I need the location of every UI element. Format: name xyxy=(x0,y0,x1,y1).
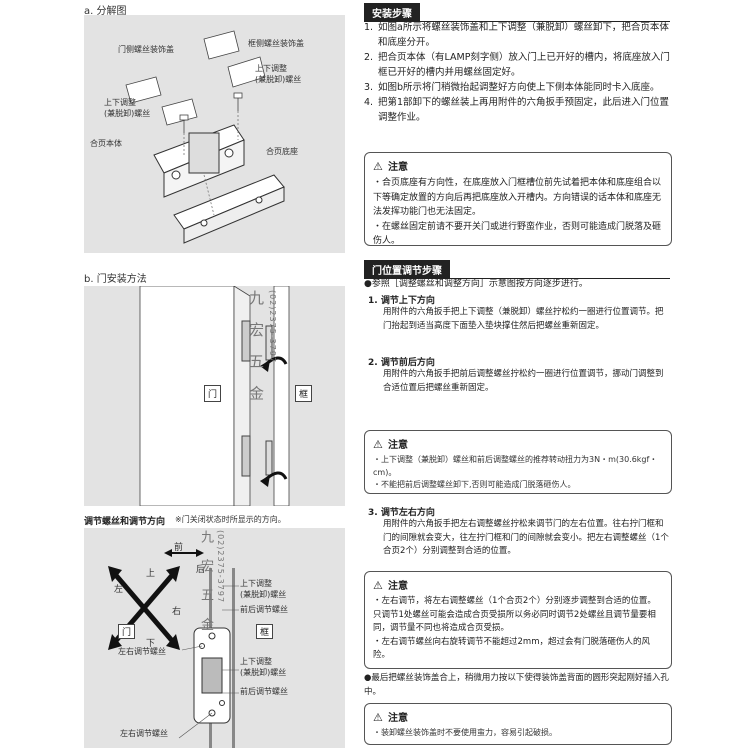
adjust-rule xyxy=(364,278,670,279)
label-lr-screw-2: 左右调节螺丝 xyxy=(120,729,168,738)
dir-front: 前 xyxy=(174,543,184,553)
adjust-title: 门位置调节步骤 xyxy=(364,260,450,279)
warning-icon: ⚠ xyxy=(373,438,383,451)
step3-title: 3. 调节左右方向 xyxy=(368,508,435,518)
dir-back: 后 xyxy=(196,565,206,575)
final-note: ●最后把螺丝装饰盖合上，稍微用力按以下使得装饰盖背面的圆形突起刚好插入孔中。 xyxy=(364,673,669,697)
caution-box-2: ⚠ 注意 ・上下调整（兼脱卸）螺丝和前后调整螺丝的推荐转动扭力为3N・m(30.… xyxy=(364,430,672,494)
adjust-diagram-title: 调节螺丝和调节方向 xyxy=(84,517,166,527)
exploded-view-svg xyxy=(125,30,285,244)
install-step-2: 2. 把合页本体（有LAMP刻字侧）放入门上已开好的槽内，将底座放入门框已开好的… xyxy=(364,50,674,80)
install-title: 安装步骤 xyxy=(364,3,420,22)
caution-item: ・装卸螺丝装饰盖时不要使用蛮力，容易引起破损。 xyxy=(373,728,557,737)
dir-down: 下 xyxy=(146,639,156,649)
caution-title: 注意 xyxy=(387,440,408,451)
caution-item: ・在螺丝固定前请不要开关门或进行野蛮作业，否则可能造成门脱落及砸伤人。 xyxy=(373,221,662,247)
caution-title: 注意 xyxy=(387,713,408,724)
section-b-title: b. 门安装方法 xyxy=(84,274,147,285)
install-step-1: 1. 如图a所示将螺丝装饰盖和上下调整（兼脱卸）螺丝卸下，把合页本体和底座分开。 xyxy=(364,20,674,50)
door-install-svg xyxy=(139,285,290,507)
adjust-diagram-note: ※门关闭状态时所显示的方向。 xyxy=(175,515,286,524)
watermark-phone: (02)2375-3797 xyxy=(268,290,277,364)
caution-title: 注意 xyxy=(387,162,408,173)
label-ud-screw-b: 上下调整 (兼脱卸)螺丝 xyxy=(104,98,151,118)
step2-title: 2. 调节前后方向 xyxy=(368,358,435,368)
section-a-title: a. 分解图 xyxy=(84,6,127,17)
dir-left: 左 xyxy=(114,585,124,595)
step2-text: 用附件的六角扳手把前后调整螺丝拧松约一圈进行位置调节，挪动门调整到合适位置后把螺… xyxy=(383,369,664,393)
label-lr-screw-1: 左右调节螺丝 xyxy=(118,647,166,656)
warning-icon: ⚠ xyxy=(373,579,383,592)
step3-text: 用附件的六角扳手把左右调整螺丝拧松来调节门的左右位置。往右拧门框和门的间隙就会变… xyxy=(383,519,669,556)
label-hinge-body: 合页本体 xyxy=(90,139,122,148)
caution-item: ・上下调整（兼脱卸）螺丝和前后调整螺丝的推荐转动扭力为3N・m(30.6kgf・… xyxy=(373,455,658,477)
caution-title: 注意 xyxy=(387,581,408,592)
adjust-section: 门位置调节步骤 xyxy=(364,259,670,279)
caution-body: ・上下调整（兼脱卸）螺丝和前后调整螺丝的推荐转动扭力为3N・m(30.6kgf・… xyxy=(365,454,671,492)
watermark-phone-2: (02)2375-3797 xyxy=(216,530,225,604)
caution-box-3: ⚠ 注意 ・左右调节，将左右调整螺丝（1个合页2个）分别逐步调整到合适的位置。只… xyxy=(364,571,672,669)
adjust-label-door: 门 xyxy=(118,624,136,639)
caution-item: ・左右调节螺丝向右旋转调节不能超过2mm，超过会有门脱落砸伤人的风险。 xyxy=(373,636,650,661)
step-text: 如图a所示将螺丝装饰盖和上下调整（兼脱卸）螺丝卸下，把合页本体和底座分开。 xyxy=(378,22,669,48)
step1-text: 用附件的六角扳手把上下调整（兼脱卸）螺丝拧松约一圈进行位置调节。把门抬起到适当高… xyxy=(383,307,664,331)
watermark-name-2: 九 宏 五 金 xyxy=(198,530,213,637)
caution-body: ・左右调节，将左右调整螺丝（1个合页2个）分别逐步调整到合适的位置。只调节1处螺… xyxy=(365,595,671,663)
step-text: 如图b所示将门稍微抬起调整好方向使上下侧本体能同时卡入底座。 xyxy=(378,82,660,93)
caution-header: ⚠ 注意 xyxy=(365,153,671,176)
label-ud-screw-1: 上下调整 (兼脱卸)螺丝 xyxy=(240,579,287,599)
install-step-4: 4. 把第1部卸下的螺丝装上再用附件的六角扳手预固定，此后进入门位置调整作业。 xyxy=(364,95,674,125)
caution-header: ⚠ 注意 xyxy=(365,704,671,727)
label-door-cover: 门侧螺丝装饰盖 xyxy=(118,45,174,54)
label-fb-screw-2: 前后调节螺丝 xyxy=(240,687,288,696)
install-step-3: 3. 如图b所示将门稍微抬起调整好方向使上下侧本体能同时卡入底座。 xyxy=(364,80,674,95)
caution-box-4: ⚠ 注意 ・装卸螺丝装饰盖时不要使用蛮力，容易引起破损。 xyxy=(364,703,672,745)
exploded-view-diagram xyxy=(84,15,345,253)
label-frame: 框 xyxy=(295,385,313,402)
step-num: 3. xyxy=(364,82,374,93)
dir-right: 右 xyxy=(172,607,182,617)
step-num: 1. xyxy=(364,22,374,33)
caution-item: ・合页底座有方向性，在底座放入门框槽位前先试着把本体和底座组合以下等确定放置的方… xyxy=(373,178,662,217)
label-ud-screw-a: 上下调整 (兼脱卸)螺丝 xyxy=(255,64,302,84)
warning-icon: ⚠ xyxy=(373,160,383,173)
install-section: 安装步骤 xyxy=(364,2,670,22)
caution-header: ⚠ 注意 xyxy=(365,572,671,595)
step-num: 2. xyxy=(364,52,374,63)
caution-item: ・不能把前后调整螺丝卸下,否则可能造成门脱落砸伤人。 xyxy=(373,480,576,489)
label-frame-cover: 框侧螺丝装饰盖 xyxy=(248,39,304,48)
caution-body: ・合页底座有方向性，在底座放入门框槽位前先试着把本体和底座组合以下等确定放置的方… xyxy=(365,176,671,249)
install-steps: 1. 如图a所示将螺丝装饰盖和上下调整（兼脱卸）螺丝卸下，把合页本体和底座分开。… xyxy=(364,20,674,125)
label-door: 门 xyxy=(204,385,222,402)
step-text: 把合页本体（有LAMP刻字侧）放入门上已开好的槽内，将底座放入门框已开好的槽内并… xyxy=(378,52,670,78)
label-hinge-base: 合页底座 xyxy=(266,147,298,156)
door-install-diagram xyxy=(84,285,345,507)
caution-item: ・左右调节，将左右调整螺丝（1个合页2个）分别逐步调整到合适的位置。只调节1处螺… xyxy=(373,596,656,633)
label-fb-screw-1: 前后调节螺丝 xyxy=(240,605,288,614)
caution-body: ・装卸螺丝装饰盖时不要使用蛮力，容易引起破损。 xyxy=(365,727,671,739)
step-num: 4. xyxy=(364,97,374,108)
watermark-name: 九 宏 五 金 xyxy=(247,290,265,407)
step-text: 把第1部卸下的螺丝装上再用附件的六角扳手预固定，此后进入门位置调整作业。 xyxy=(378,97,670,123)
caution-box-1: ⚠ 注意 ・合页底座有方向性，在底座放入门框槽位前先试着把本体和底座组合以下等确… xyxy=(364,152,672,246)
step1-title: 1. 调节上下方向 xyxy=(368,296,435,306)
install-rule xyxy=(364,21,670,22)
caution-header: ⚠ 注意 xyxy=(365,431,671,454)
warning-icon: ⚠ xyxy=(373,711,383,724)
adjust-label-frame: 框 xyxy=(256,624,274,639)
dir-up: 上 xyxy=(146,569,156,579)
adjust-intro: ●参照［调整螺丝和调整方向］示意图按方向逐步进行。 xyxy=(364,279,588,289)
label-ud-screw-2: 上下调整 (兼脱卸)螺丝 xyxy=(240,657,287,677)
